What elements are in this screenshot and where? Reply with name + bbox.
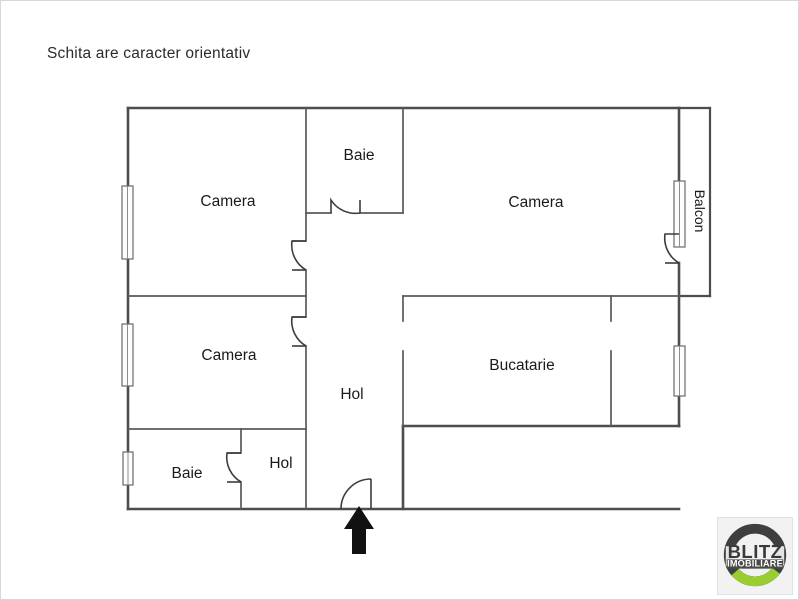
door-balcony: [663, 233, 680, 264]
logo-brand-main: BLITZ: [728, 541, 783, 562]
room-label-baie-bottom: Baie: [171, 465, 202, 482]
lower-right-shell: [401, 424, 681, 511]
room-label-camera-mid-left: Camera: [201, 347, 257, 364]
window-balcony-door: [673, 180, 686, 248]
brand-logo: BLITZ IMOBILIARE: [717, 517, 793, 595]
room-label-bucatarie: Bucatarie: [489, 357, 554, 374]
window-left-baie: [122, 451, 134, 486]
room-label-baie-top: Baie: [343, 147, 374, 164]
door-entrance: [340, 478, 372, 510]
main-entrance-arrow: [344, 506, 374, 554]
room-label-hol-main: Hol: [340, 386, 363, 403]
door-camera-top-left: [290, 240, 307, 271]
room-label-hol-small: Hol: [269, 455, 292, 472]
window-left-camera-1: [121, 185, 134, 260]
door-camera-mid-left: [290, 316, 307, 347]
room-label-balcon: Balcon: [692, 190, 708, 233]
door-baie-bottom: [225, 452, 242, 483]
room-label-camera-top-right: Camera: [508, 194, 564, 211]
window-left-camera-2: [121, 323, 134, 387]
interior-walls: [127, 107, 680, 510]
door-baie-top: [330, 197, 361, 215]
window-kitchen: [673, 345, 686, 397]
balcony-walls: [677, 106, 712, 298]
page-title: Schita are caracter orientativ: [47, 45, 251, 62]
room-label-camera-top-left: Camera: [200, 193, 256, 210]
logo-brand-sub: IMOBILIARE: [727, 559, 783, 569]
